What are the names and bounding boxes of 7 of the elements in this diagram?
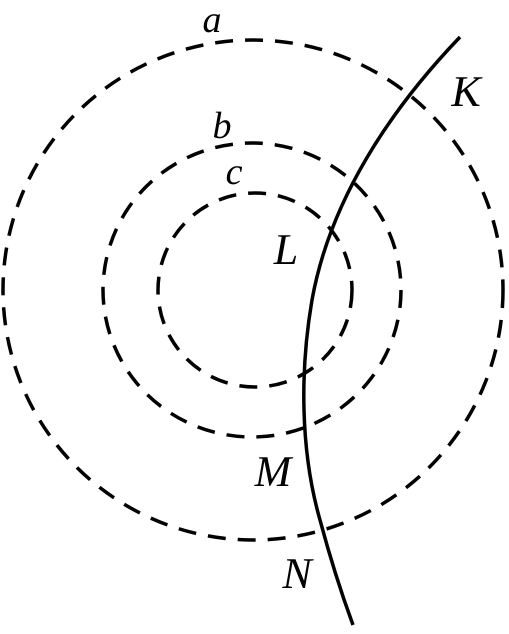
circle-label: b — [212, 107, 232, 145]
point-label: L — [274, 228, 298, 272]
point-label: M — [254, 450, 292, 494]
point-label: N — [282, 552, 312, 596]
circle-label: c — [226, 153, 242, 191]
point-label: K — [451, 70, 481, 114]
circle-label: a — [202, 1, 222, 39]
